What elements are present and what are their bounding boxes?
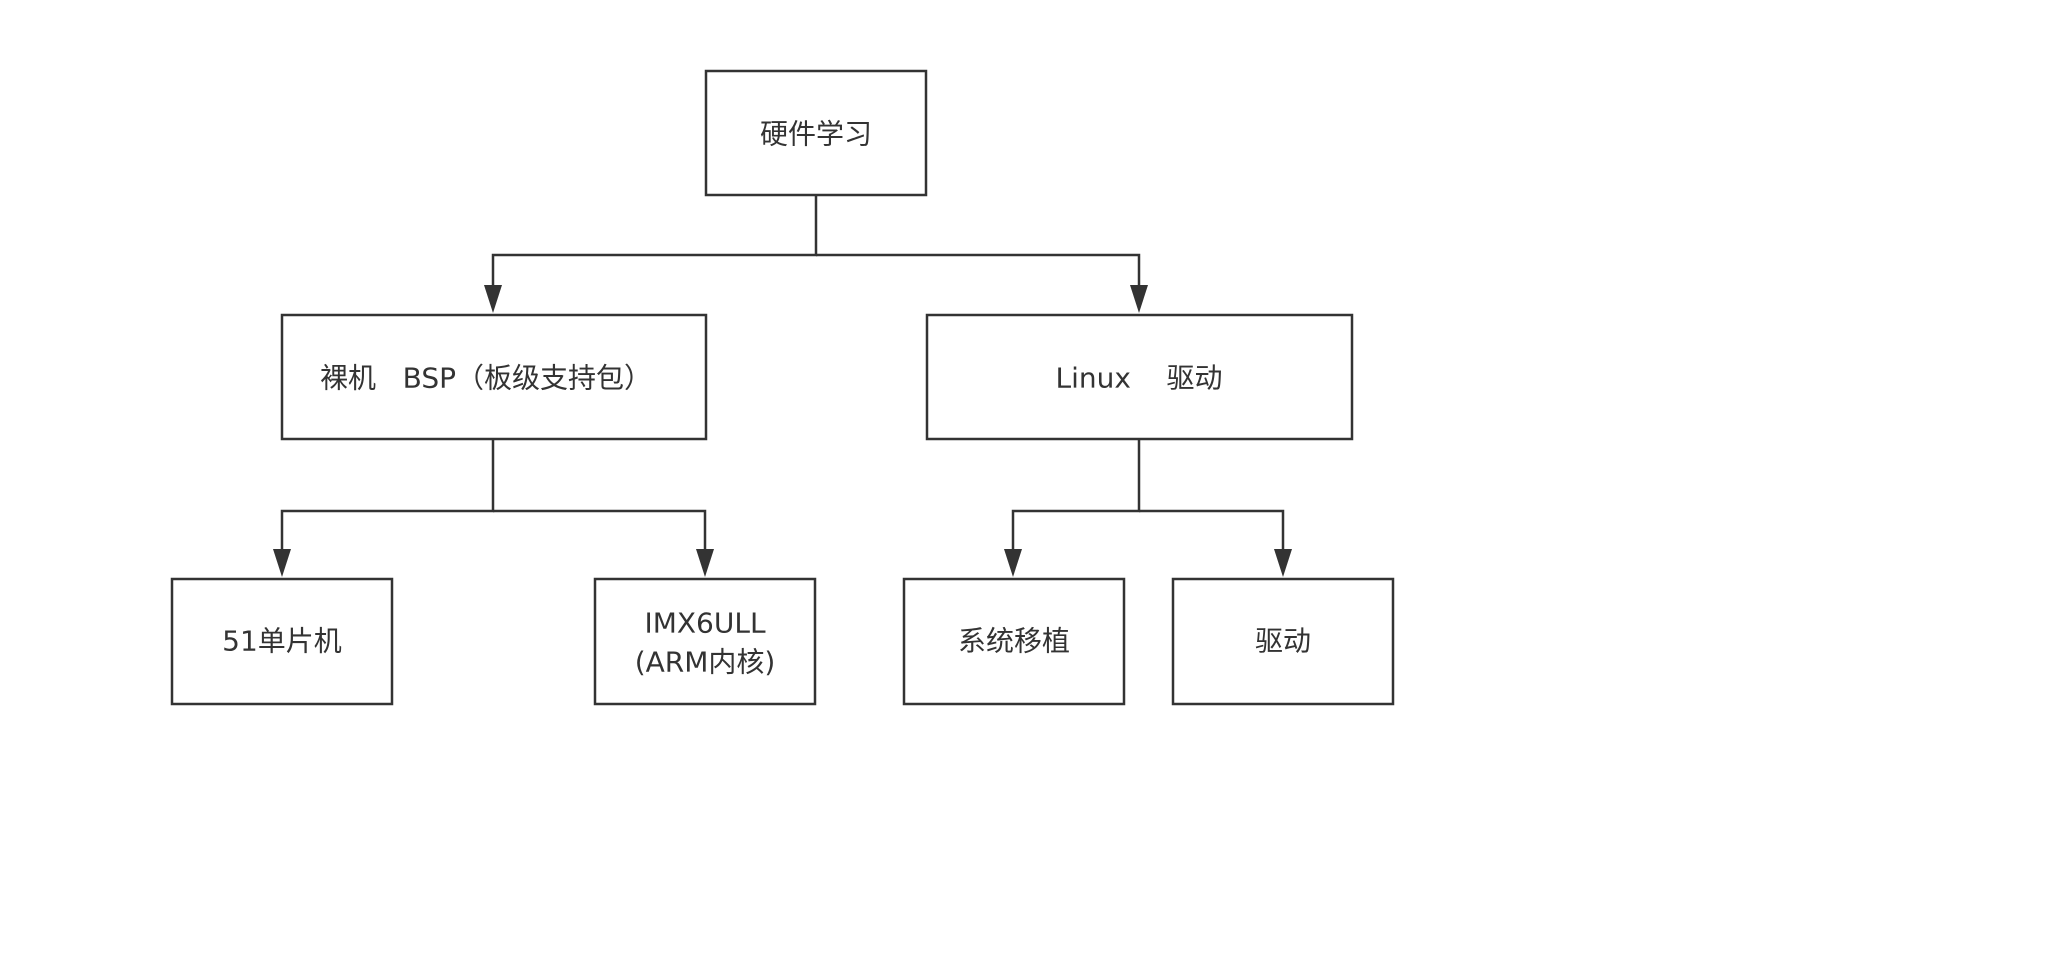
node-system-port-box: [902, 577, 1126, 706]
arrowhead-imx6ull: [696, 549, 714, 577]
node-driver: 驱动: [1171, 577, 1395, 706]
node-bare-metal-label: 裸机 BSP（板级支持包）: [320, 362, 652, 395]
arrowhead-system-port: [1004, 549, 1022, 577]
node-imx6ull-label-line1: IMX6ULL: [644, 607, 766, 640]
node-mcu51-label: 51单片机: [222, 625, 342, 658]
arrowhead-mcu51: [273, 549, 291, 577]
node-imx6ull-box: [593, 577, 817, 706]
arrowhead-bare-metal: [484, 285, 502, 313]
edge-bare-metal-to-mcu51: [280, 440, 495, 558]
node-root: 硬件学习: [704, 69, 928, 197]
edge-linux-driver-to-driver: [1139, 509, 1285, 558]
edge-bare-metal-to-imx6ull: [493, 509, 707, 558]
node-driver-label: 驱动: [1255, 625, 1311, 658]
node-linux-driver-label: Linux 驱动: [1055, 362, 1222, 395]
connectors: [273, 196, 1292, 577]
node-imx6ull: IMX6ULL (ARM内核): [593, 577, 817, 706]
node-mcu51-box: [170, 577, 394, 706]
node-imx6ull-label-line2: (ARM内核): [635, 646, 776, 679]
node-bare-metal: 裸机 BSP（板级支持包）: [280, 313, 708, 441]
node-system-port: 系统移植: [902, 577, 1126, 706]
node-system-port-label: 系统移植: [958, 625, 1070, 658]
edge-root-to-bare-metal: [491, 196, 818, 294]
node-linux-driver: Linux 驱动: [925, 313, 1354, 441]
arrowhead-linux-driver: [1130, 285, 1148, 313]
node-root-box: [704, 69, 928, 197]
arrowhead-driver: [1274, 549, 1292, 577]
node-mcu51: 51单片机: [170, 577, 394, 706]
node-bare-metal-box: [280, 313, 708, 441]
hardware-learning-tree-diagram: 硬件学习 裸机 BSP（板级支持包） Linux 驱动 51单片机 IMX6UL…: [170, 69, 1395, 706]
node-driver-box: [1171, 577, 1395, 706]
node-root-label: 硬件学习: [760, 118, 872, 151]
edge-linux-driver-to-system-port: [1011, 440, 1141, 558]
edge-root-to-linux-driver: [816, 253, 1141, 294]
node-linux-driver-box: [925, 313, 1354, 441]
